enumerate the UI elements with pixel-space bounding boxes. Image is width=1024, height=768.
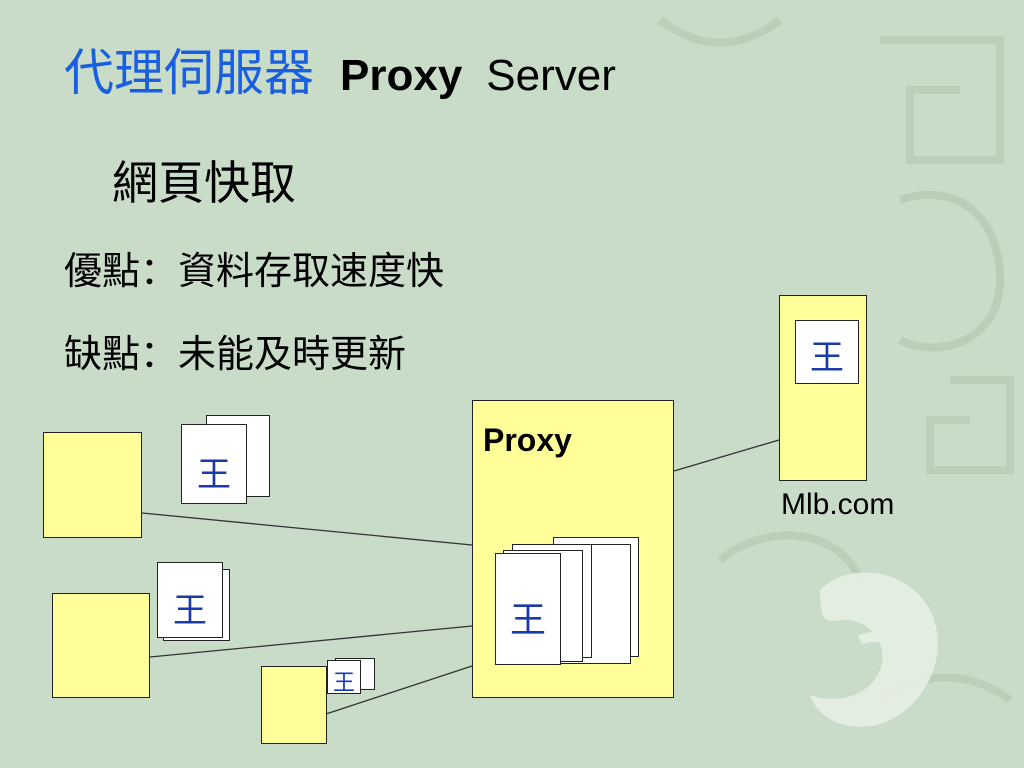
client-3-page (327, 660, 361, 694)
client-1-page-glyph: 王 (197, 455, 231, 495)
advantages-line: 優點：資料存取速度快 (64, 249, 445, 293)
cached-page-glyph: 王 (509, 600, 546, 641)
disadvantages-line: 缺點：未能及時更新 (64, 332, 407, 376)
client-1-page (181, 424, 247, 504)
client-1-box (43, 432, 142, 538)
client-2-box (52, 593, 150, 698)
server-page-glyph: 王 (810, 338, 844, 378)
link-client-3 (325, 665, 473, 715)
server-page (795, 320, 859, 384)
proxy-label: Proxy (483, 422, 572, 458)
cached-page-front (495, 553, 561, 665)
dragon-emblem-icon (810, 572, 938, 727)
link-proxy-server (673, 439, 780, 472)
client-3-page-glyph: 王 (332, 671, 355, 696)
title-server: Server (486, 51, 616, 100)
server-label: Mlb.com (781, 488, 895, 521)
client-3-box (261, 666, 327, 744)
title-proxy: Proxy (340, 51, 463, 100)
link-client-2 (149, 625, 473, 658)
title-chinese: 代理伺服器 (64, 44, 314, 102)
subtitle: 網頁快取 (112, 156, 296, 210)
link-client-1 (141, 512, 473, 546)
client-2-page-glyph: 王 (173, 591, 207, 631)
client-2-page (157, 562, 223, 638)
